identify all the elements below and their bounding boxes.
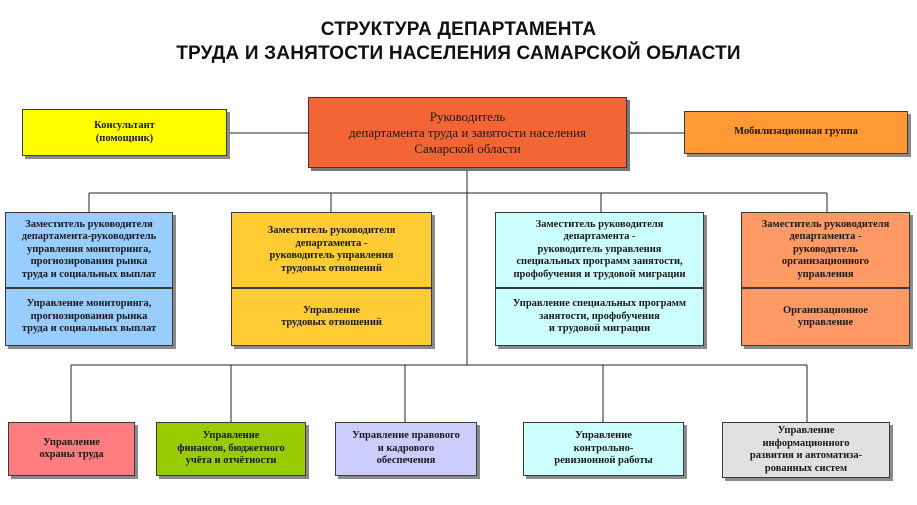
mobilization-group-box: Мобилизационная группа	[684, 111, 908, 154]
deputy-4-box: Заместитель руководителя департамента - …	[741, 212, 910, 288]
deputy-2-unit-label: Управление трудовых отношений	[281, 304, 382, 329]
head-label: Руководитель департамента труда и занято…	[349, 108, 586, 156]
deputy-1-label: Заместитель руководителя департамента-ру…	[21, 218, 157, 280]
it-dept-label: Управление информационного развития и ав…	[749, 425, 863, 474]
legal-hr-dept-label: Управление правового и кадрового обеспеч…	[352, 430, 460, 467]
deputy-1-unit-box: Управление мониторинга, прогнозирования …	[5, 288, 173, 346]
deputy-4-label: Заместитель руководителя департамента - …	[761, 218, 890, 280]
deputy-3-unit-box: Управление специальных программ занятост…	[495, 288, 704, 346]
deputy-2-box: Заместитель руководителя департамента - …	[231, 212, 432, 288]
deputy-3-label: Заместитель руководителя департамента - …	[513, 218, 686, 280]
deputy-3-box: Заместитель руководителя департамента - …	[495, 212, 704, 288]
finance-dept-box: Управление финансов, бюджетного учёта и …	[156, 422, 306, 476]
legal-hr-dept-box: Управление правового и кадрового обеспеч…	[335, 422, 477, 476]
chart-title-line-1: СТРУКТУРА ДЕПАРТАМЕНТА	[320, 19, 597, 40]
head-box: Руководитель департамента труда и занято…	[308, 97, 627, 168]
labor-safety-dept-label: Управление охраны труда	[39, 436, 104, 461]
consultant-box: Консультант (помощник)	[22, 109, 227, 156]
chart-title-line-2: ТРУДА И ЗАНЯТОСТИ НАСЕЛЕНИЯ САМАРСКОЙ ОБ…	[176, 43, 741, 64]
deputy-1-box: Заместитель руководителя департамента-ру…	[5, 212, 173, 288]
deputy-4-unit-label: Организационное управление	[783, 304, 868, 329]
deputy-4-unit-box: Организационное управление	[741, 288, 910, 346]
deputy-3-unit-label: Управление специальных программ занятост…	[512, 298, 687, 335]
consultant-label: Консультант (помощник)	[94, 120, 155, 144]
audit-dept-label: Управление контрольно- ревизионной работ…	[554, 430, 653, 467]
labor-safety-dept-box: Управление охраны труда	[8, 422, 135, 476]
audit-dept-box: Управление контрольно- ревизионной работ…	[523, 422, 684, 476]
deputy-2-label: Заместитель руководителя департамента - …	[267, 225, 396, 274]
finance-dept-label: Управление финансов, бюджетного учёта и …	[177, 430, 285, 467]
mobilization-group-label: Мобилизационная группа	[734, 126, 858, 138]
deputy-2-unit-box: Управление трудовых отношений	[231, 288, 432, 346]
deputy-1-unit-label: Управление мониторинга, прогнозирования …	[21, 298, 157, 335]
it-dept-box: Управление информационного развития и ав…	[722, 422, 890, 478]
